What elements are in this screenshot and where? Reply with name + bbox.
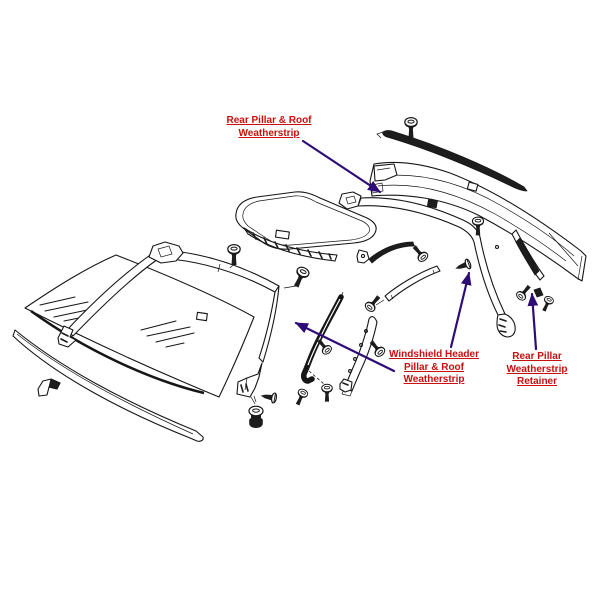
fasteners [227, 116, 556, 429]
roof-panel-seal [243, 227, 338, 262]
rail-clip [466, 181, 479, 192]
label-line: Rear Pillar & Roof [226, 115, 312, 126]
flat-screw [259, 390, 278, 404]
label-line: Weatherstrip [238, 127, 300, 139]
label-rear-pillar-retainer: Rear Pillar Weatherstrip Retainer [472, 351, 602, 389]
screw [290, 264, 312, 290]
weatherstrip-clip [426, 198, 438, 209]
windshield-header-frame [57, 241, 280, 405]
flat-screw [453, 257, 473, 274]
screw [514, 282, 534, 303]
bolt [248, 405, 264, 429]
retainer-bracket [533, 287, 544, 298]
label-line: Weatherstrip [403, 374, 465, 385]
arrow-windshield-header-up [449, 271, 472, 349]
lower-bracket [339, 378, 353, 393]
arrow-rear-pillar-roof-weatherstrip [301, 139, 382, 194]
roof-arc-weatherstrip [368, 241, 421, 264]
screw [292, 387, 310, 408]
label-line: Pillar & Roof [403, 361, 464, 373]
roof-top-strip [376, 130, 528, 192]
pillar-strip-dark [301, 291, 344, 384]
label-line: Retainer [516, 376, 557, 387]
leader-dashed [308, 370, 325, 385]
label-line: Rear Pillar [512, 351, 562, 362]
arrow-rear-pillar-retainer [527, 292, 539, 351]
panel-latch [274, 229, 290, 240]
frame-foot [236, 362, 263, 398]
screw [539, 294, 556, 314]
windshield-lower-molding [12, 329, 204, 442]
frame-clip [195, 311, 208, 322]
label-line: Windshield Header [389, 349, 479, 360]
molding-clip [37, 378, 61, 397]
label-windshield-header-weatherstrip: Windshield Header Pillar & Roof Weathers… [359, 349, 509, 387]
rear-pillar-roof-weatherstrip [338, 191, 516, 338]
screw [321, 383, 333, 403]
callout-arrows [294, 139, 539, 373]
frame-end-cap [57, 325, 77, 348]
screw [363, 292, 384, 314]
screw [404, 116, 418, 139]
frame-corner-cap [148, 241, 184, 264]
screw [227, 244, 241, 266]
roof-bracket [356, 249, 370, 264]
windshield-glass [24, 254, 255, 398]
label-rear-pillar-roof-weatherstrip: Rear Pillar & Roof Weatherstrip [194, 115, 344, 140]
roof-tube-strip [375, 265, 441, 306]
rear-pillar-weatherstrip-retainer [511, 229, 545, 298]
label-line: Weatherstrip [506, 363, 568, 375]
roof-panel [235, 191, 377, 250]
arrow-windshield-header-left [294, 321, 396, 373]
